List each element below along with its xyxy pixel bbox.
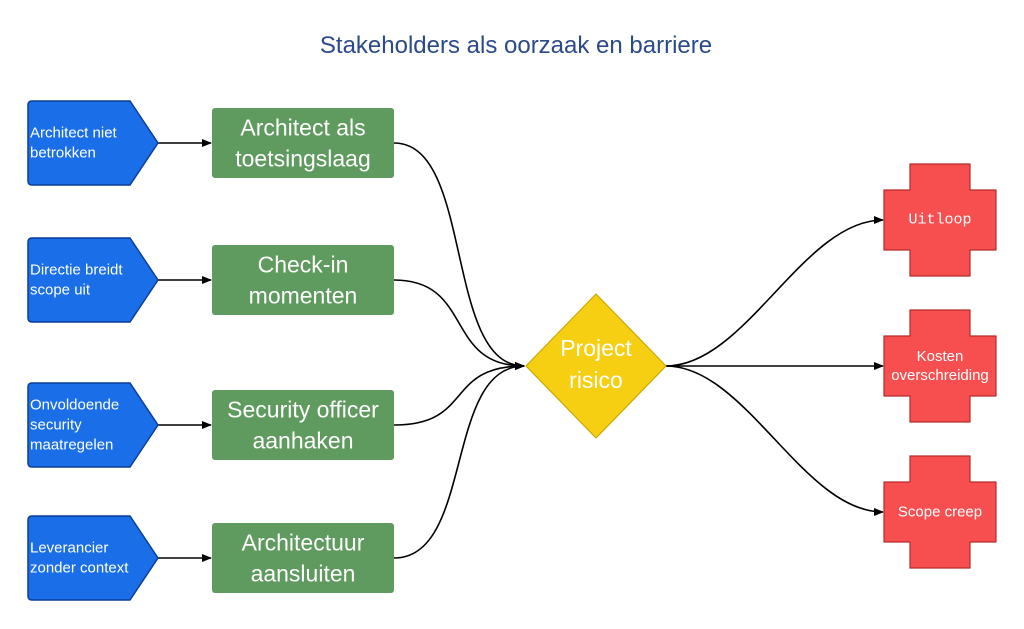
risk-node: Project risico <box>525 293 667 439</box>
consequence-label-line: overschreiding <box>891 367 989 384</box>
barrier-node: Architect als toetsingslaag <box>212 108 394 178</box>
barrier-node: Security officer aanhaken <box>212 390 394 460</box>
barrier-to-risk-connector <box>393 362 525 426</box>
barrier-label-line: toetsingslaag <box>235 146 371 172</box>
consequence-cross <box>883 163 997 277</box>
risk-diamond <box>525 293 667 439</box>
consequence-label-line: Uitloop <box>908 212 971 229</box>
consequence-node: Kosten overschreiding <box>883 309 997 423</box>
barrier-shape <box>212 523 394 593</box>
risk-label-line: Project <box>560 335 632 361</box>
cause-label-line: Directie breidt <box>30 262 123 279</box>
barrier-shape <box>212 245 394 315</box>
cause-label-line: Leverancier <box>30 540 108 557</box>
cause-shape <box>27 515 159 601</box>
barrier-node: Check-in momenten <box>212 245 394 315</box>
barrier-label-line: aansluiten <box>251 561 356 587</box>
cause-label-line: Architect niet <box>30 125 118 142</box>
barrier-label-line: Architect als <box>240 115 365 141</box>
connector-layer <box>158 139 884 562</box>
cause-node: Directie breidt scope uit <box>27 237 159 323</box>
cause-label-line: security <box>30 417 82 434</box>
consequence-cross <box>883 455 997 569</box>
barrier-shape <box>212 390 394 460</box>
barrier-to-risk-connector <box>393 142 525 370</box>
barrier-label-line: momenten <box>249 283 358 309</box>
consequence-cross <box>883 309 997 423</box>
cause-label-line: scope uit <box>30 282 91 299</box>
risk-to-consequence-connector <box>665 365 884 516</box>
barrier-label-line: Architectuur <box>242 530 365 556</box>
risk-to-consequence-connector <box>665 216 884 367</box>
cause-label-line: betrokken <box>30 145 96 162</box>
consequence-node: Scope creep <box>883 455 997 569</box>
diagram-title: Stakeholders als oorzaak en barriere <box>320 32 712 59</box>
cause-node: Architect niet betrokken <box>27 100 159 186</box>
barrier-to-risk-connector <box>393 279 525 370</box>
cause-label-line: maatregelen <box>30 437 113 454</box>
barrier-label-line: Security officer <box>227 397 379 423</box>
cause-node: Onvoldoende security maatregelen <box>27 382 159 468</box>
barrier-node: Architectuur aansluiten <box>212 523 394 593</box>
cause-label-line: Onvoldoende <box>30 397 119 414</box>
cause-node: Leverancier zonder context <box>27 515 159 601</box>
barrier-to-risk-connector <box>393 362 525 559</box>
consequence-node: Uitloop <box>883 163 997 277</box>
cause-shape <box>27 100 159 186</box>
cause-shape <box>27 237 159 323</box>
barrier-shape <box>212 108 394 178</box>
risk-label-line: risico <box>569 367 623 393</box>
consequence-label-line: Kosten <box>917 348 964 365</box>
consequence-label-line: Scope creep <box>898 504 982 521</box>
cause-shape <box>27 382 159 468</box>
cause-label-line: zonder context <box>30 560 129 577</box>
barrier-label-line: Check-in <box>258 252 349 278</box>
barrier-label-line: aanhaken <box>252 428 353 454</box>
